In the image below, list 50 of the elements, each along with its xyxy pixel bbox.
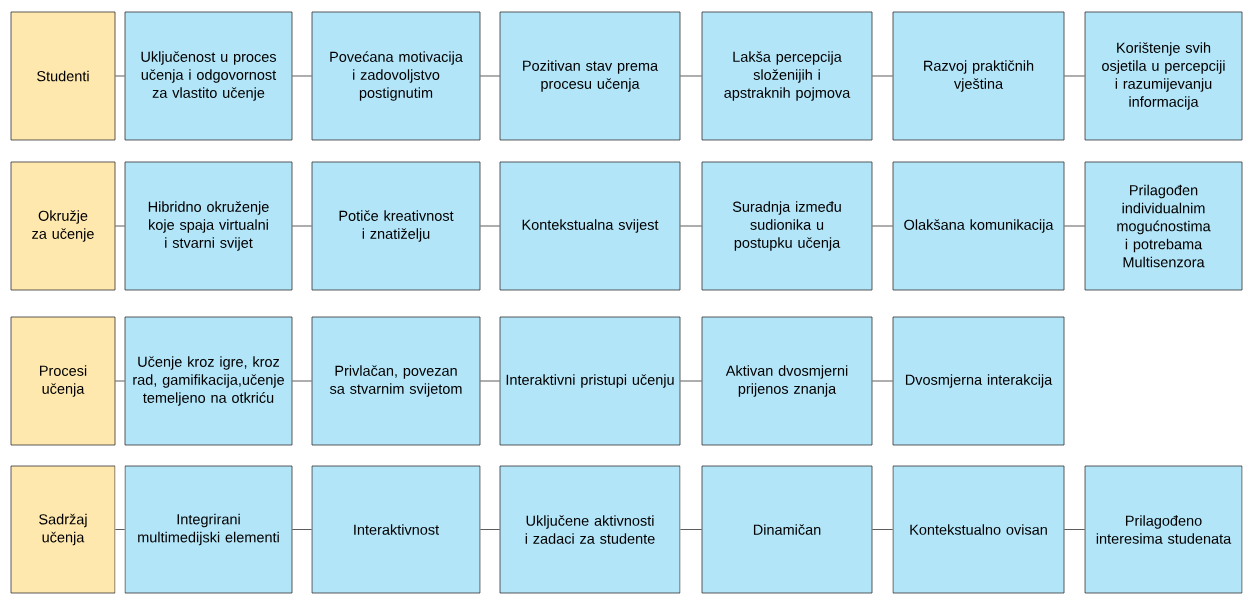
process-box: Dinamičan <box>701 465 873 594</box>
process-box: Pozitivan stav prema procesu učenja <box>499 11 681 141</box>
connector-line <box>480 380 500 382</box>
connector-line <box>480 529 500 530</box>
process-box: Privlačan, povezan sa stvarnim svijetom <box>311 316 481 446</box>
process-box: Razvoj praktičnih vještina <box>892 11 1065 141</box>
process-box: Kontekstualna svijest <box>499 161 681 291</box>
connector-line <box>115 380 125 382</box>
process-box: Interaktivnost <box>311 465 481 594</box>
process-box: Potiče kreativnost i znatiželju <box>311 161 481 291</box>
process-box: Olakšana komunikacija <box>892 161 1065 291</box>
connector-line <box>480 75 500 77</box>
connector-line <box>1064 225 1085 227</box>
connector-line <box>292 225 312 227</box>
connector-line <box>872 225 893 227</box>
process-box: Integrirani multimedijski elementi <box>124 465 293 594</box>
category-box: Sadržaj učenja <box>10 465 116 594</box>
category-box: Procesi učenja <box>10 316 116 446</box>
connector-line <box>680 529 702 530</box>
connector-line <box>292 529 312 530</box>
process-box: Korištenje svih osjetila u percepciji i razumijevanju informacija <box>1084 11 1243 141</box>
process-box: Hibridno okruženje koje spaja virtualni i stvarni svijet <box>124 161 293 291</box>
connector-line <box>1064 529 1085 530</box>
process-box: Povećana motivacija i zadovoljstvo postignutim <box>311 11 481 141</box>
connector-line <box>872 75 893 77</box>
connector-line <box>680 75 702 77</box>
connector-line <box>292 380 312 382</box>
process-box: Interaktivni pristupi učenju <box>499 316 681 446</box>
process-box: Uključenost u proces učenja i odgovornost za vlastito učenje <box>124 11 293 141</box>
process-box: Prilagođeno interesima studenata <box>1084 465 1243 594</box>
process-box: Kontekstualno ovisan <box>892 465 1065 594</box>
process-box: Uključene aktivnosti i zadaci za studente <box>499 465 681 594</box>
category-box: Okružje za učenje <box>10 161 116 291</box>
process-box: Lakša percepcija složenijih i apstraknih pojmova <box>701 11 873 141</box>
category-box: Studenti <box>10 11 116 141</box>
process-box: Suradnja između sudionika u postupku učenja <box>701 161 873 291</box>
connector-line <box>872 380 893 382</box>
connector-line <box>872 529 893 530</box>
connector-line <box>292 75 312 77</box>
connector-line <box>680 225 702 227</box>
connector-line <box>115 75 125 77</box>
connector-line <box>115 225 125 227</box>
connector-line <box>680 380 702 382</box>
connector-line <box>480 225 500 227</box>
process-box: Učenje kroz igre, kroz rad, gamifikacija,učenje temeljeno na otkriću <box>124 316 293 446</box>
connector-line <box>1064 75 1085 77</box>
process-box: Prilagođen individualnim mogućnostima i potrebama Multisenzora <box>1084 161 1243 291</box>
process-box: Dvosmjerna interakcija <box>892 316 1065 446</box>
connector-line <box>115 529 125 530</box>
process-box: Aktivan dvosmjerni prijenos znanja <box>701 316 873 446</box>
